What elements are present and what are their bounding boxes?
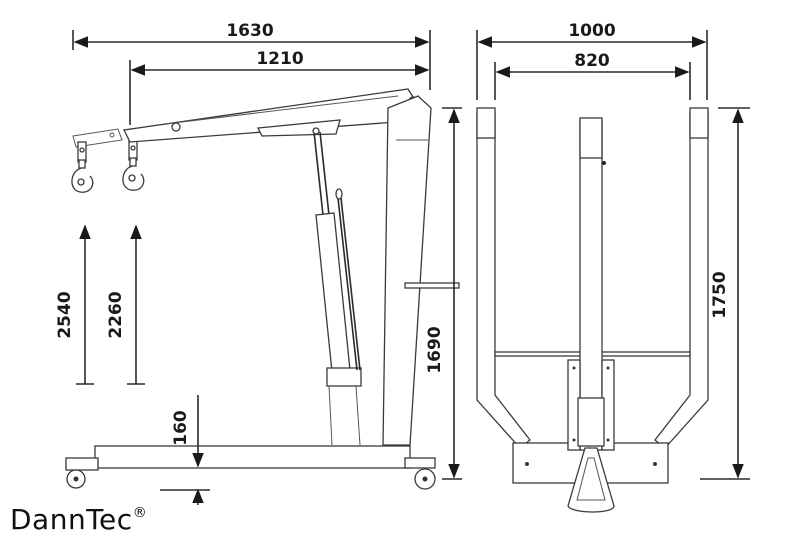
dim-boom-length: 1210	[256, 49, 303, 69]
dim-mast-height: 1690	[425, 326, 445, 373]
brand-logo: DannTec®	[10, 503, 147, 536]
dim-max-height-extended: 2540	[55, 291, 75, 338]
top-view: 1000 820 1750	[476, 21, 750, 513]
hook-extended	[71, 141, 94, 193]
dim-leg-height: 160	[171, 410, 191, 446]
dim-max-height-retracted: 2260	[106, 291, 126, 338]
dim-frame-length: 1750	[710, 271, 730, 318]
hook-retracted	[122, 139, 145, 191]
hydraulic-ram	[312, 127, 362, 446]
dim-inner-width: 820	[574, 51, 610, 71]
registered-mark: ®	[132, 505, 148, 521]
boom-arm	[123, 88, 421, 143]
base-leg	[65, 445, 436, 490]
brand-name: DannTec	[10, 503, 133, 536]
mast	[382, 95, 460, 446]
side-view: 1630 1210 2540 2260 160 1690	[55, 21, 462, 505]
dim-overall-length: 1630	[226, 21, 273, 41]
dim-overall-width: 1000	[568, 21, 615, 41]
